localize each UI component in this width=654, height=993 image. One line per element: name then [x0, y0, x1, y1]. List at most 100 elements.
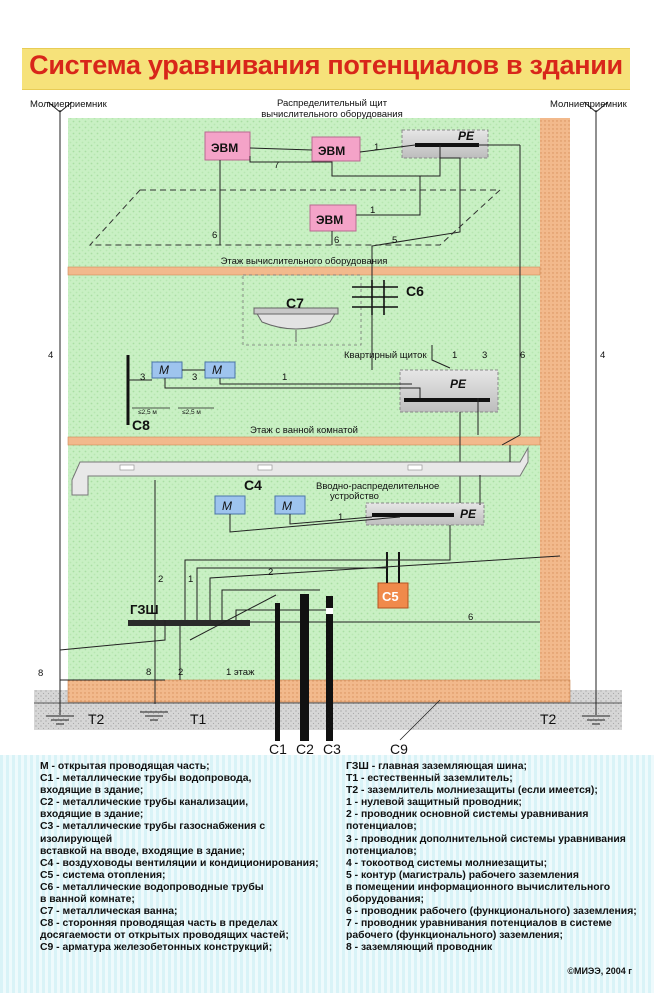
legend-item: 6 - проводник рабочего (функционального)…: [346, 906, 637, 918]
label-c2: С2: [296, 741, 314, 755]
label-distance-b: ≤2,5 м: [182, 409, 201, 416]
legend-item: С6 - металлические водопроводные трубы в…: [40, 881, 264, 906]
label-lightning-rod-right: Молниеприемник: [550, 99, 628, 110]
num-1: 1: [282, 372, 287, 383]
pe-bus-top: [415, 143, 479, 147]
label-c1: С1: [269, 741, 287, 755]
legend-item: 5 - контур (магистраль) рабочего заземле…: [346, 869, 611, 906]
pe-bus-mid: [404, 398, 490, 402]
label-floor-computing: Этаж вычислительного оборудования: [221, 256, 388, 267]
num-1: 1: [370, 205, 375, 216]
num-6: 6: [212, 230, 217, 241]
label-intro-device-l1: Вводно-распределительное: [316, 481, 439, 492]
sewer-pipe-c2: [300, 594, 309, 741]
legend-item: С9 - арматура железобетонных конструкций…: [40, 942, 273, 954]
num-8: 8: [38, 668, 43, 679]
legend-item: С4 - воздуховоды вентиляции и кондициони…: [40, 857, 319, 869]
label-m-1: M: [159, 363, 169, 377]
label-lightning-rod-left: Молниеприемник: [30, 99, 108, 110]
gas-pipe-c3: [326, 596, 333, 741]
label-intro-device-l2: устройство: [330, 491, 379, 502]
legend-item: С7 - металлическая ванна;: [40, 906, 178, 918]
foundation: [67, 679, 571, 703]
pe-bus-bottom: [372, 513, 454, 517]
label-floor-bathroom: Этаж с ванной комнатой: [250, 425, 358, 436]
main-earthing-bus: [128, 620, 250, 626]
num-6: 6: [520, 350, 525, 361]
label-m-2: M: [212, 363, 222, 377]
potential-equalization-diagram: Молниеприемник Молниеприемник Распредели…: [30, 98, 628, 755]
legend-right: ГЗШ - главная заземляющая шина; Т1 - ест…: [346, 761, 646, 955]
num-2: 2: [178, 667, 183, 678]
label-c9: С9: [390, 741, 408, 755]
num-1: 1: [374, 142, 379, 153]
legend-item: С1 - металлические трубы водопровода, вх…: [40, 773, 252, 797]
label-evm-2: ЭВМ: [318, 144, 345, 158]
label-distance-a: ≤2,5 м: [138, 409, 157, 416]
computer-3: [309, 204, 357, 232]
legend-item: С3 - металлические трубы газоснабжения с…: [40, 821, 266, 857]
copyright: ©МИЭЭ, 2004 г: [567, 966, 632, 976]
legend-item: Т1 - естественный заземлитель;: [346, 773, 513, 785]
label-gzsh: ГЗШ: [130, 602, 159, 617]
computing-room-contour: [88, 189, 502, 246]
legend-item: 7 - проводник уравнивания потенциалов в …: [346, 918, 612, 942]
legend-item: 4 - токоотвод системы молниезащиты;: [346, 857, 548, 869]
num-4: 4: [48, 350, 53, 361]
num-6: 6: [468, 612, 473, 623]
ventilation-duct: [71, 446, 529, 496]
num-3: 3: [192, 372, 197, 383]
num-2: 2: [268, 567, 273, 578]
building-right-wall: [540, 118, 570, 703]
legend-item: 1 - нулевой защитный проводник;: [346, 797, 522, 809]
legend-item: 3 - проводник дополнительной системы ура…: [346, 833, 626, 857]
label-pe-mid: PE: [450, 377, 467, 391]
legend-item: ГЗШ - главная заземляющая шина;: [346, 761, 527, 772]
legend-left: М - открытая проводящая часть; С1 - мета…: [40, 761, 330, 955]
num-1: 1: [338, 512, 343, 523]
num-8: 8: [146, 667, 151, 678]
label-m-4: M: [282, 499, 292, 513]
apartment-panel-box: [399, 369, 499, 413]
num-4: 4: [600, 350, 605, 361]
bathroom-outline: [242, 274, 362, 346]
legend-item: С8 - сторонняя проводящая часть в предел…: [40, 918, 289, 942]
label-pe-top: PE: [458, 129, 475, 143]
num-3: 3: [482, 350, 487, 361]
floor-slab-upper: [67, 266, 541, 276]
label-evm-1: ЭВМ: [211, 141, 238, 155]
label-distribution-panel-l2: вычислительного оборудования: [261, 109, 403, 120]
num-7: 7: [274, 160, 279, 171]
label-m-3: M: [222, 499, 232, 513]
num-5: 5: [392, 235, 397, 246]
label-distribution-panel-l1: Распределительный щит: [277, 98, 388, 109]
label-c4: С4: [244, 477, 262, 493]
num-2: 2: [158, 574, 163, 585]
legend: М - открытая проводящая часть; С1 - мета…: [0, 755, 654, 993]
page-title: Система уравнивания потенциалов в здании: [29, 50, 623, 80]
label-evm-3: ЭВМ: [316, 213, 343, 227]
label-pe-bottom: PE: [460, 507, 477, 521]
lightning-down-conductors: [46, 101, 610, 725]
legend-item: С2 - металлические трубы канализации, вх…: [40, 797, 249, 821]
num-3: 3: [140, 372, 145, 383]
label-t2-right: Т2: [540, 711, 557, 727]
label-c5: С5: [382, 589, 399, 604]
legend-item: М - открытая проводящая часть;: [40, 761, 210, 772]
legend-item: 8 - заземляющий проводник: [346, 942, 493, 954]
label-c3: С3: [323, 741, 341, 755]
label-t2-left: Т2: [88, 711, 105, 727]
label-floor1: 1 этаж: [226, 667, 255, 678]
label-c6: С6: [406, 283, 424, 299]
label-c7: С7: [286, 295, 304, 311]
num-6: 6: [334, 235, 339, 246]
floor-slab-lower: [67, 436, 541, 446]
bathtub: [255, 311, 337, 330]
heating-system: [377, 582, 409, 609]
legend-item: С5 - система отопления;: [40, 869, 166, 881]
label-apartment-panel: Квартирный щиток: [344, 350, 427, 361]
num-1: 1: [188, 574, 193, 585]
computer-1: [204, 131, 251, 161]
title-band: [22, 48, 630, 90]
water-pipe-c1: [275, 603, 280, 741]
